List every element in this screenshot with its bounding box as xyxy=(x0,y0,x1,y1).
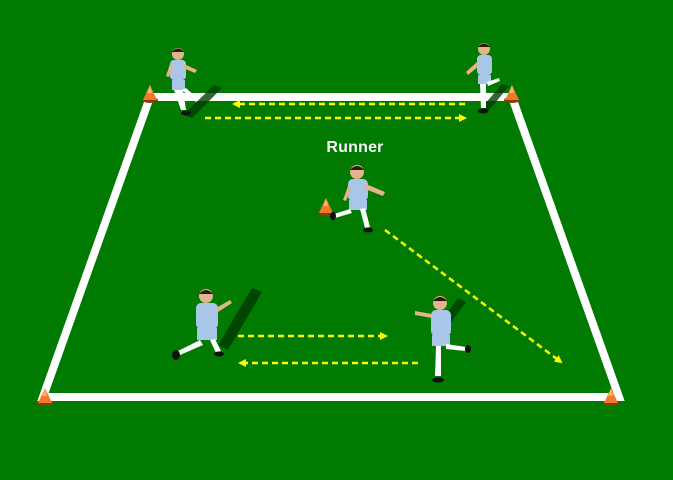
arrow-runner-path xyxy=(384,229,563,364)
field-boundary xyxy=(37,93,625,401)
player-icon-top-left xyxy=(166,48,222,118)
player-icon-bottom-left xyxy=(172,288,262,360)
player-icon-bottom-right xyxy=(415,296,471,383)
player-icon-runner xyxy=(330,165,385,233)
runner-label: Runner xyxy=(326,139,384,156)
player-icon-top-right xyxy=(466,43,509,114)
